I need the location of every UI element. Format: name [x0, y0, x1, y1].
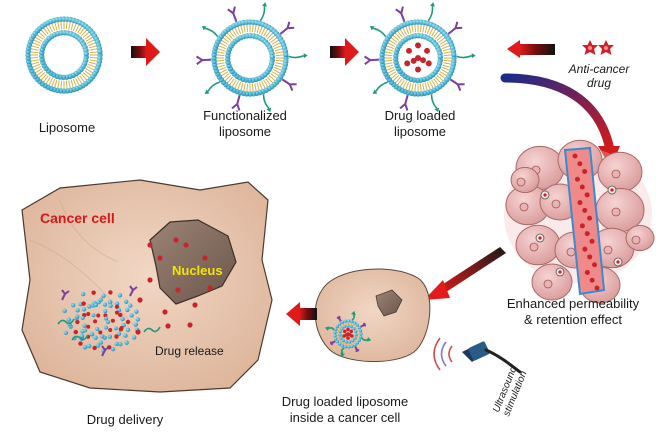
- label-drug-release: Drug release: [155, 344, 224, 358]
- liposome-plain: [25, 16, 103, 94]
- released-drug-dots: [135, 237, 213, 335]
- label-drug-loaded-line2: liposome: [393, 124, 447, 139]
- arrow-left-to-big-cell: [286, 302, 317, 326]
- label-anti-cancer-line2: drug: [586, 76, 612, 90]
- nucleus-shape: [149, 219, 237, 305]
- label-drug-loaded-line1: Drug loaded: [384, 108, 456, 123]
- label-functionalized: Functionalized liposome: [185, 108, 305, 140]
- label-functionalized-line1: Functionalized: [203, 108, 287, 123]
- label-inside-line1: Drug loaded liposome: [281, 394, 409, 409]
- arrow-right-1: [131, 38, 160, 66]
- label-inside-line2: inside a cancer cell: [289, 410, 401, 425]
- label-epr-line2: & retention effect: [523, 312, 623, 327]
- ultrasound-probe-icon: [433, 337, 522, 374]
- label-inside-cell: Drug loaded liposome inside a cancer cel…: [270, 394, 420, 426]
- liposome-functionalized: [195, 2, 308, 113]
- liposome-in-cell: [324, 310, 372, 358]
- liposome-drug-loaded: [363, 2, 476, 113]
- arrow-right-2: [330, 38, 359, 66]
- label-functionalized-line2: liposome: [218, 124, 272, 139]
- label-anti-cancer-drug: Anti-cancer drug: [556, 62, 642, 90]
- label-drug-loaded: Drug loaded liposome: [365, 108, 475, 140]
- label-anti-cancer-line1: Anti-cancer: [568, 62, 630, 76]
- small-cancer-cell: [314, 268, 431, 362]
- drug-molecule-icon: [582, 40, 614, 55]
- label-cancer-cell: Cancer cell: [40, 210, 115, 226]
- arrow-diagonal-to-cell: [424, 247, 506, 300]
- liposome-release-burst: [57, 285, 161, 357]
- label-epr: Enhanced permeability & retention effect: [498, 296, 648, 328]
- label-liposome: Liposome: [38, 120, 96, 135]
- label-epr-line1: Enhanced permeability: [506, 296, 640, 311]
- arrow-left-drug: [507, 40, 555, 58]
- tumor-tissue: [504, 139, 655, 304]
- label-drug-delivery: Drug delivery: [86, 412, 164, 427]
- label-nucleus: Nucleus: [172, 263, 223, 278]
